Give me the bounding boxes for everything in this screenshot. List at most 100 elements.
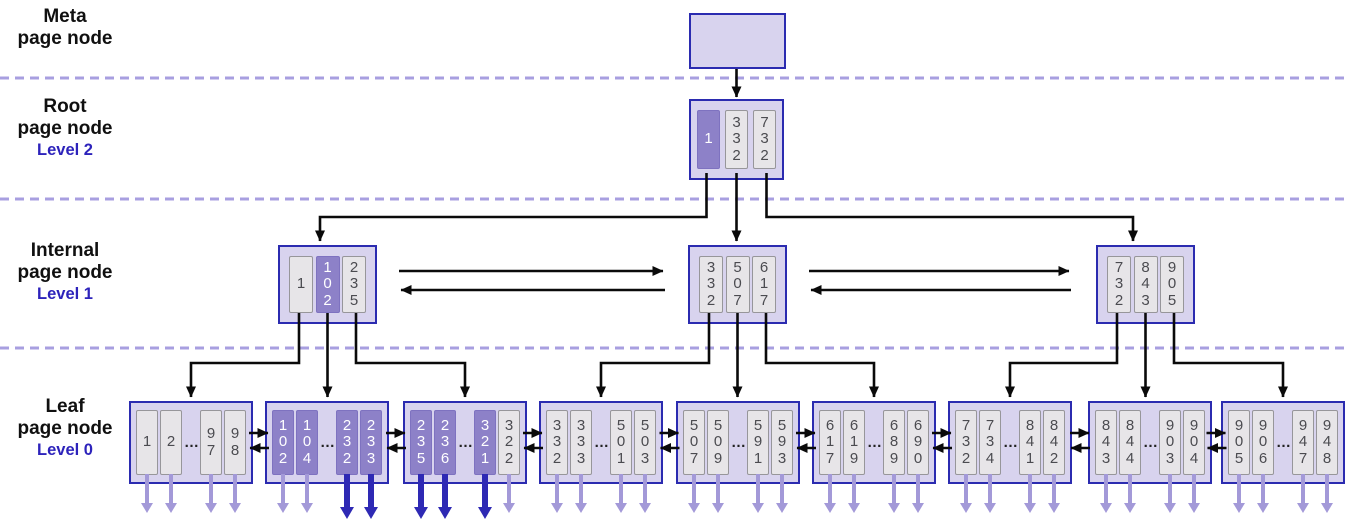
key-cell: 98: [224, 410, 246, 513]
ellipsis: …: [594, 410, 609, 475]
arrow-head: [824, 503, 836, 513]
arrow-head: [141, 503, 153, 513]
arrow-shaft: [555, 474, 559, 503]
down-arrow-light-icon: [503, 474, 515, 513]
ellipsis: …: [1003, 410, 1018, 475]
key-cell: 903: [1159, 410, 1181, 513]
down-arrow-light-icon: [960, 474, 972, 513]
down-arrow-light-icon: [984, 474, 996, 513]
ellipsis: …: [867, 410, 882, 475]
cell-value: …: [320, 434, 335, 451]
key-cell: 332: [546, 410, 568, 513]
arrow-shaft: [780, 474, 784, 503]
arrow-shaft: [1261, 474, 1265, 503]
ellipsis: …: [1143, 410, 1158, 475]
arrow-head: [1233, 503, 1245, 513]
down-arrow-light-icon: [301, 474, 313, 513]
cell-value: 842: [1049, 416, 1059, 467]
down-arrow-light-icon: [551, 474, 563, 513]
arrow-head: [205, 503, 217, 513]
root-to-internal-arrow: [315, 173, 708, 242]
down-arrow-light-icon: [1100, 474, 1112, 513]
arrow-head: [1024, 503, 1036, 513]
cell-value: 904: [1189, 416, 1199, 467]
key-cell: 732: [1107, 256, 1131, 313]
meta-label-line1: Meta: [43, 6, 87, 27]
cell-value: 104: [302, 416, 312, 467]
arrow-shaft: [1237, 474, 1241, 503]
key-cell: 593: [771, 410, 793, 513]
leaf-row-label: Leaf page node Level 0: [0, 396, 130, 460]
arrow-head: [340, 507, 354, 519]
cell-value: 509: [713, 416, 723, 467]
key-cell-highlighted: 233: [360, 410, 382, 519]
key-cell: 333: [570, 410, 592, 513]
cell-value: …: [458, 434, 473, 451]
cell-value: 332: [552, 416, 562, 467]
internal-label-line1: Internal: [30, 240, 100, 261]
key-cell: 689: [883, 410, 905, 513]
cell-value: 2: [166, 433, 176, 451]
cell-value: 507: [733, 258, 742, 309]
down-arrow-light-icon: [639, 474, 651, 513]
down-arrow-dark-icon: [478, 474, 492, 519]
key-cell: 905: [1160, 256, 1184, 313]
cell-value: 236: [440, 416, 450, 467]
leaf-label-line1: Leaf: [45, 396, 85, 417]
arrow-shaft: [988, 474, 992, 503]
arrow-head: [575, 503, 587, 513]
cell-value: 843: [1141, 258, 1150, 309]
cell-value: 690: [913, 416, 923, 467]
meta-label-line2: page node: [17, 28, 113, 49]
key-cell: 97: [200, 410, 222, 513]
cell-value: 947: [1298, 416, 1308, 467]
arrow-shaft: [1192, 474, 1196, 503]
arrow-shaft: [828, 474, 832, 503]
internal-row-label: Internal page node Level 1: [0, 240, 130, 304]
down-arrow-light-icon: [1233, 474, 1245, 513]
cell-value: 501: [616, 416, 626, 467]
arrow-shaft: [643, 474, 647, 503]
key-cell: 2: [160, 410, 182, 513]
cell-value: 841: [1025, 416, 1035, 467]
cell-value: 235: [349, 258, 359, 309]
arrow-head: [301, 503, 313, 513]
key-cell-highlighted: 235: [410, 410, 432, 519]
arrow-shaft: [916, 474, 920, 503]
down-arrow-light-icon: [1297, 474, 1309, 513]
arrow-shaft: [233, 474, 237, 503]
key-cell: 948: [1316, 410, 1338, 513]
key-cell: 591: [747, 410, 769, 513]
key-cell-highlighted: 102: [315, 256, 340, 313]
down-arrow-dark-icon: [414, 474, 428, 519]
arrow-shaft: [145, 474, 149, 503]
cell-value: …: [594, 434, 609, 451]
down-arrow-dark-icon: [340, 474, 354, 519]
arrow-head: [438, 507, 452, 519]
root-to-internal-arrow: [765, 173, 1138, 242]
arrow-shaft: [1325, 474, 1329, 503]
cell-value: 507: [689, 416, 699, 467]
arrow-head: [776, 503, 788, 513]
arrow-shaft: [852, 474, 856, 503]
arrow-shaft: [716, 474, 720, 503]
key-cell: 844: [1119, 410, 1141, 513]
arrow-head: [1048, 503, 1060, 513]
arrow-head: [1297, 503, 1309, 513]
arrow-head: [1321, 503, 1333, 513]
arrow-head: [277, 503, 289, 513]
arrow-head: [960, 503, 972, 513]
arrow-head: [1164, 503, 1176, 513]
leaf-level-label: Level 0: [37, 441, 93, 459]
cell-value: 732: [760, 113, 769, 164]
down-arrow-light-icon: [1024, 474, 1036, 513]
